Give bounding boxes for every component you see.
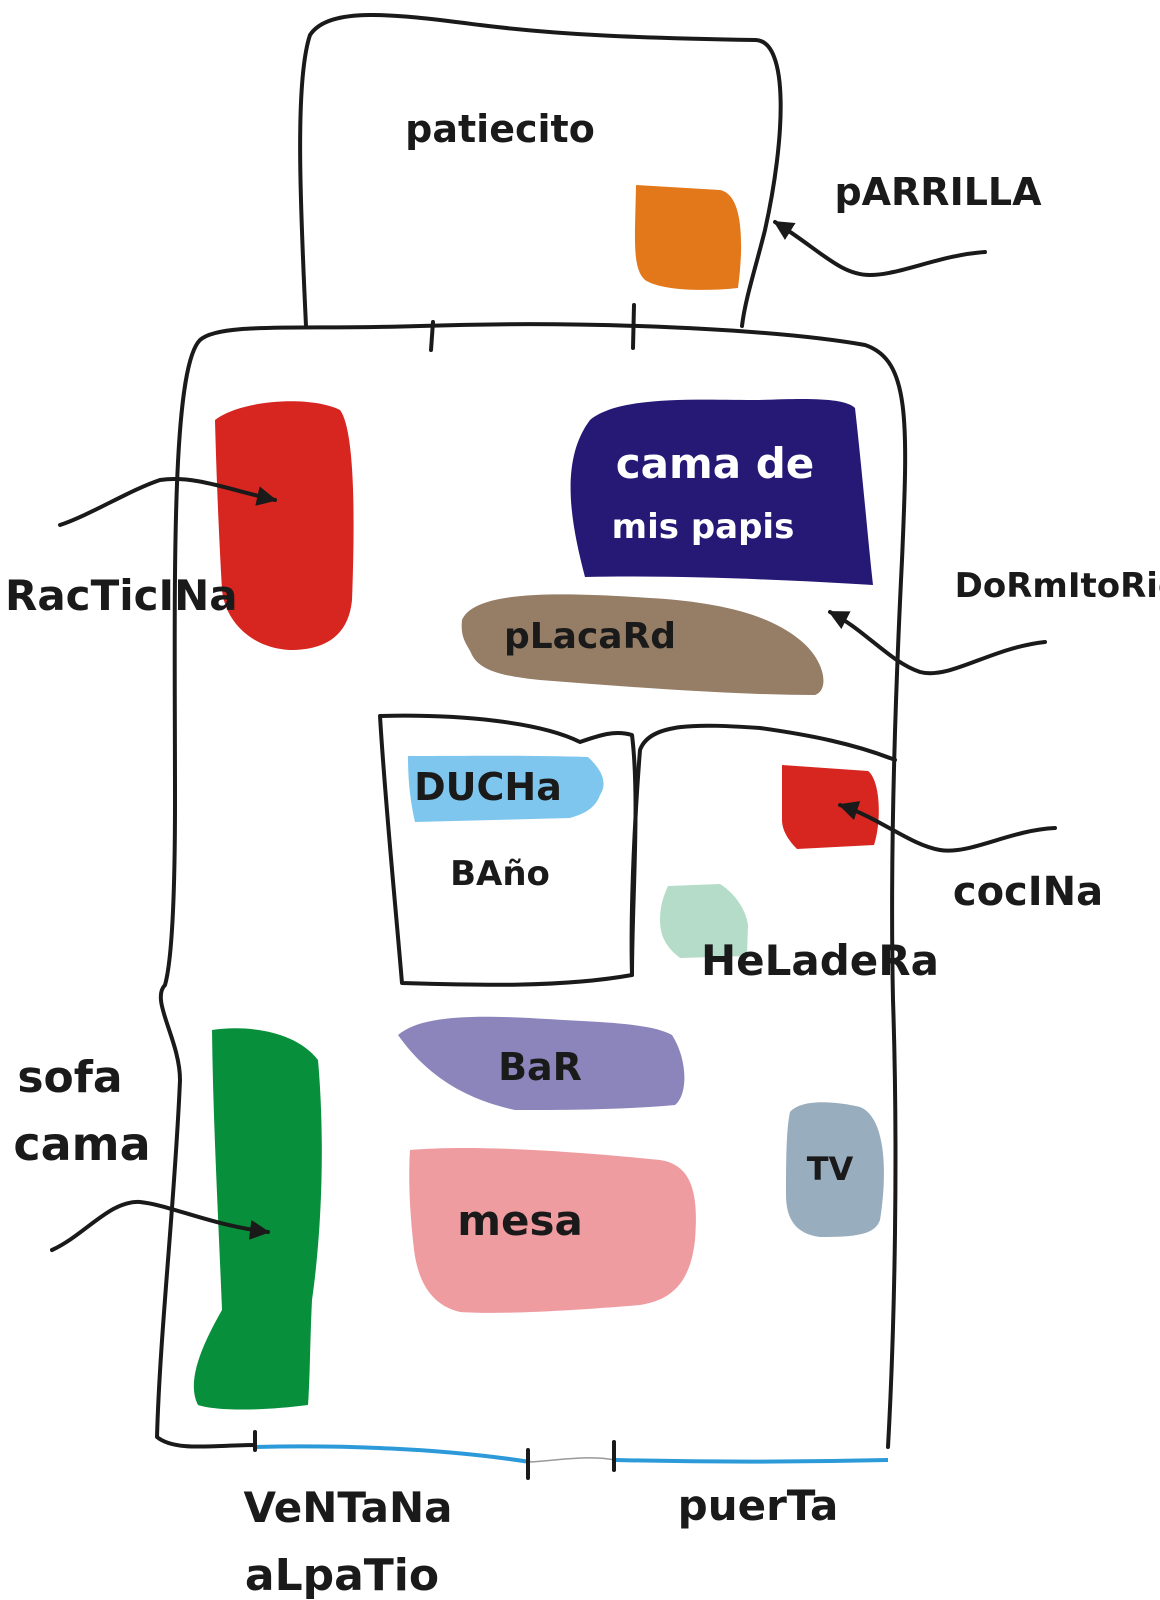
ducha bbox=[408, 755, 604, 822]
label-placard: pLacaRd bbox=[504, 616, 676, 657]
cama-de-mis-papis bbox=[570, 398, 873, 585]
label-heladera: HeLadeRa bbox=[701, 936, 939, 985]
opening bbox=[529, 1457, 616, 1463]
puerta bbox=[614, 1458, 889, 1464]
heladera bbox=[660, 884, 748, 958]
label-cama-line2: mis papis bbox=[612, 507, 795, 547]
label-sofa-cama: cama bbox=[13, 1117, 150, 1171]
parrilla bbox=[634, 185, 742, 290]
arrow-icon bbox=[50, 1199, 270, 1252]
label-ducha: DUCHa bbox=[414, 765, 562, 809]
label-sofa: sofa bbox=[17, 1052, 122, 1103]
label-ventana-line1: VeNTaNa bbox=[244, 1483, 453, 1532]
arrow-icon bbox=[773, 220, 987, 278]
label-cocina: cocINa bbox=[953, 869, 1103, 915]
label-dormitorio: DoRmItoRio bbox=[955, 566, 1160, 606]
arrow-icon bbox=[58, 477, 277, 527]
cocina bbox=[782, 765, 879, 849]
arrow-icon bbox=[838, 801, 1057, 853]
label-bano: BAño bbox=[450, 854, 550, 894]
patio-wall bbox=[298, 13, 783, 328]
door-mark bbox=[429, 320, 435, 352]
ventana-al-patio bbox=[254, 1444, 531, 1464]
label-bar: BaR bbox=[498, 1045, 582, 1089]
label-mesa: mesa bbox=[457, 1196, 583, 1245]
label-ventana-line2: aLpaTio bbox=[245, 1550, 439, 1600]
racticina bbox=[215, 401, 354, 650]
mesa bbox=[409, 1148, 696, 1313]
cocina-wall bbox=[629, 723, 897, 977]
apartment-wall bbox=[155, 322, 908, 1449]
label-cama-line1: cama de bbox=[616, 439, 815, 488]
label-racticina: RacTicINa bbox=[5, 571, 238, 620]
placard bbox=[461, 594, 824, 695]
bar bbox=[398, 1016, 685, 1110]
label-puerta: puerTa bbox=[678, 1481, 839, 1530]
arrow-icon bbox=[828, 610, 1047, 676]
door-mark bbox=[631, 303, 636, 350]
label-tv: TV bbox=[807, 1150, 854, 1188]
label-patiecito: patiecito bbox=[405, 107, 595, 151]
tv bbox=[786, 1102, 884, 1237]
sofa-cama bbox=[193, 1028, 322, 1410]
label-parrilla: pARRILLA bbox=[834, 170, 1042, 214]
